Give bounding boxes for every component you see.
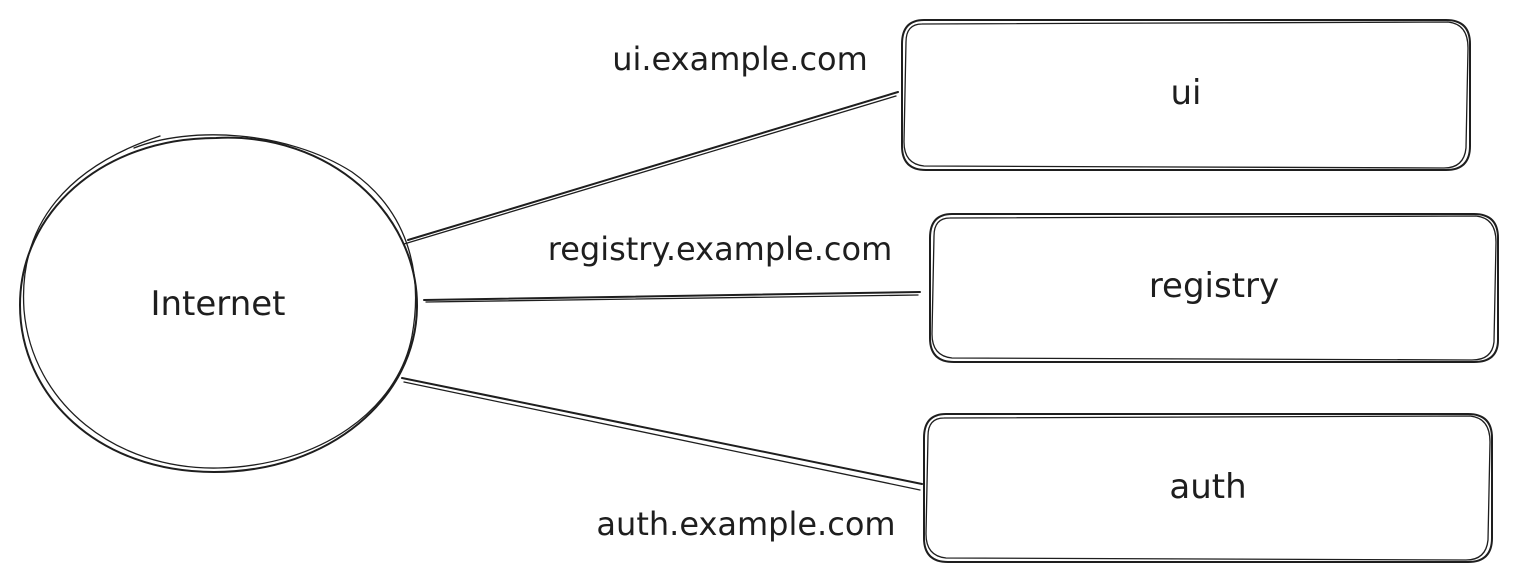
service-box-ui[interactable]: ui [901, 19, 1471, 171]
service-box-registry[interactable]: registry [929, 213, 1499, 363]
service-label-ui: ui [1171, 73, 1202, 113]
edge-ui[interactable] [403, 91, 899, 245]
service-box-auth[interactable]: auth [923, 413, 1493, 563]
edge-auth[interactable] [401, 377, 923, 491]
internet-node[interactable]: Internet [19, 134, 419, 473]
edge-label-ui: ui.example.com [612, 40, 868, 78]
service-label-registry: registry [1149, 266, 1279, 306]
service-label-auth: auth [1169, 467, 1246, 507]
edge-label-registry: registry.example.com [548, 230, 893, 268]
internet-label: Internet [150, 284, 285, 324]
edge-label-auth: auth.example.com [596, 505, 895, 543]
edge-registry[interactable] [423, 291, 921, 303]
